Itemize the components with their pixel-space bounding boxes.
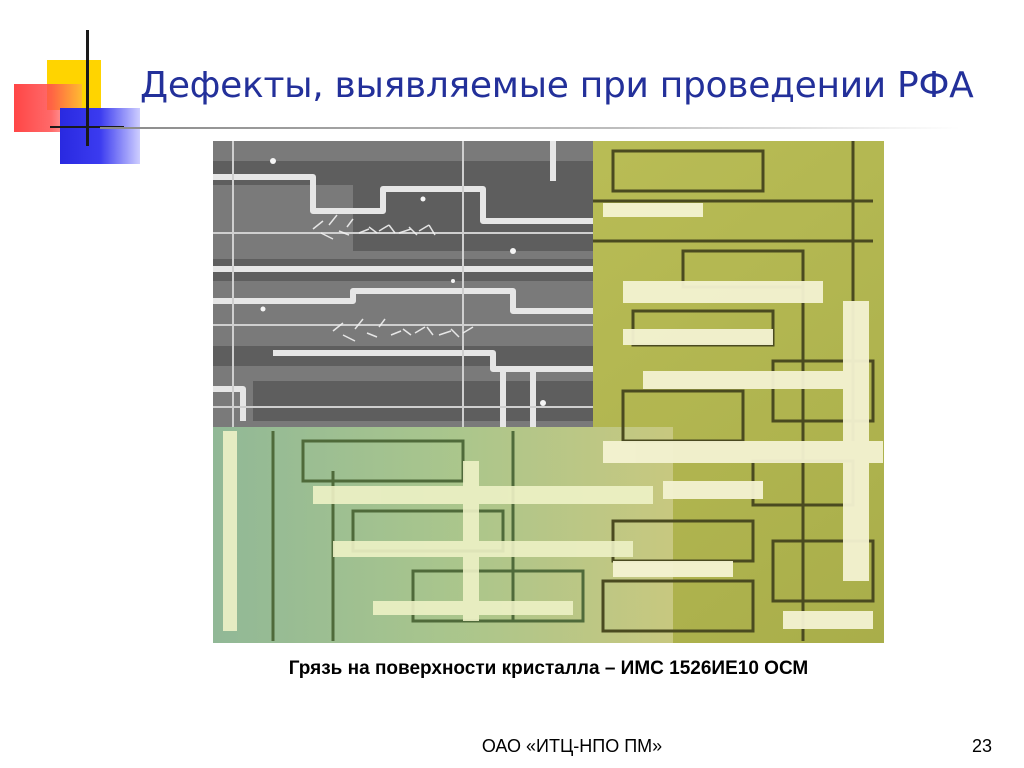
title-underline — [100, 127, 960, 129]
image-caption: Грязь на поверхности кристалла – ИМС 152… — [288, 658, 809, 679]
blue-square — [60, 108, 140, 164]
micrograph-image — [213, 141, 884, 643]
slide-title: Дефекты, выявляемые при проведении РФА — [140, 65, 974, 106]
corner-decoration — [0, 0, 240, 180]
page-number: 23 — [971, 736, 992, 756]
footer-organization: ОАО «ИТЦ-НПО ПМ» — [481, 736, 663, 756]
horizontal-rule — [50, 126, 124, 128]
vertical-rule — [86, 30, 89, 146]
